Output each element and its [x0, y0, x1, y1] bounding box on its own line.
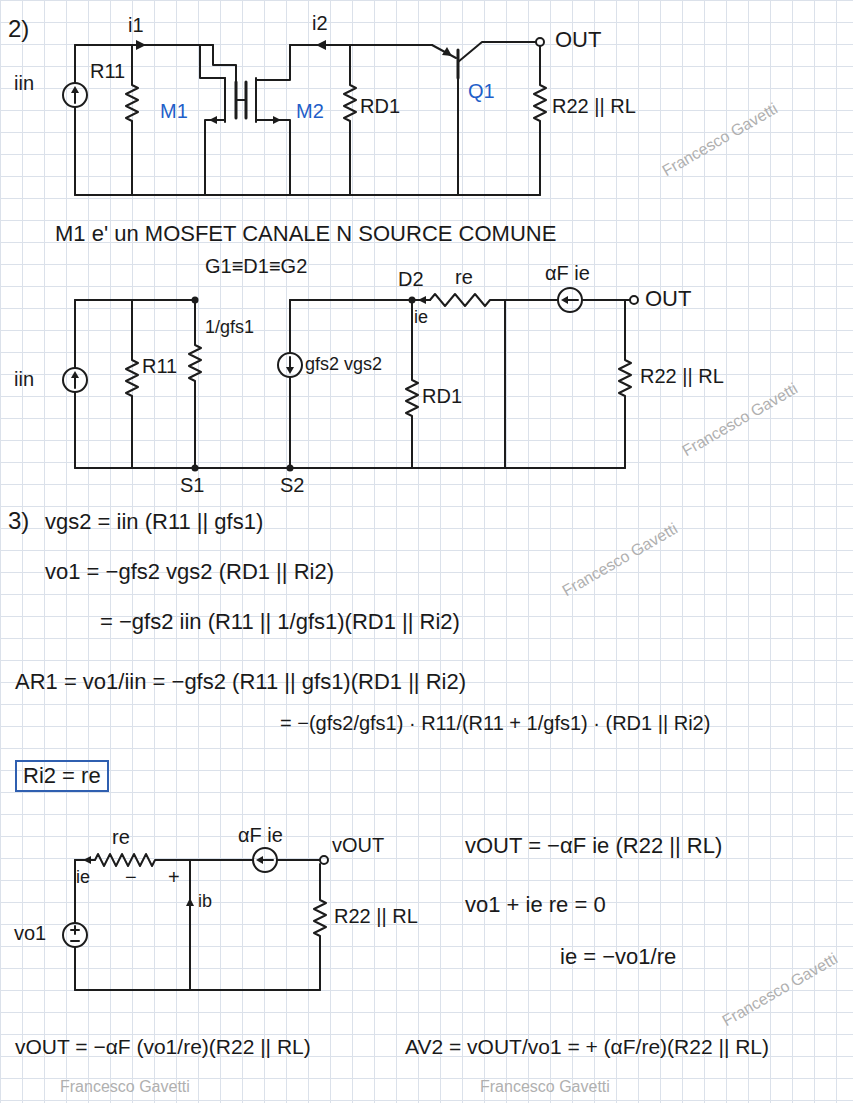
source-label: gfs2 vgs2 — [305, 355, 382, 375]
polarity-sign: + — [168, 866, 180, 888]
watermark: Francesco Gavetti — [559, 520, 680, 600]
resistor-label: R22 || RL — [552, 95, 636, 117]
resistor-label: re — [112, 826, 130, 848]
current-label: ib — [198, 892, 212, 912]
equation: vOUT = −αF (vo1/re)(R22 || RL) — [15, 1035, 311, 1058]
terminal-label: OUT — [645, 287, 691, 311]
boxed-equation: Ri2 = re — [15, 760, 109, 792]
source-label: αF ie — [238, 824, 283, 846]
watermark: Francesco Gavetti — [60, 1078, 190, 1096]
equation: vOUT = −αF ie (R22 || RL) — [465, 834, 722, 858]
node-label: G1≡D1≡G2 — [205, 255, 307, 277]
source-label: vo1 — [14, 922, 46, 944]
resistor-label: RD1 — [360, 95, 400, 117]
watermark: Francesco Gavetti — [719, 950, 840, 1030]
transistor-label: M1 — [160, 100, 188, 122]
equation: vgs2 = iin (R11 || gfs1) — [45, 510, 263, 534]
section-number: 3) — [8, 508, 29, 534]
equation: = −gfs2 iin (R11 || 1/gfs1)(RD1 || Ri2) — [100, 610, 460, 634]
equation: = −(gfs2/gfs1) · R11/(R11 + 1/gfs1) · (R… — [280, 712, 710, 734]
source-label: iin — [14, 368, 34, 390]
terminal-label: vOUT — [332, 834, 384, 856]
current-label: i2 — [312, 12, 328, 34]
watermark: Francesco Gavetti — [679, 380, 800, 460]
resistor-label: 1/gfs1 — [205, 318, 254, 338]
current-label: ie — [76, 868, 90, 888]
equation: AR1 = vo1/iin = −gfs2 (R11 || gfs1)(RD1 … — [15, 670, 466, 694]
resistor-label: R11 — [90, 60, 125, 82]
node-label: D2 — [398, 268, 424, 290]
current-label: i1 — [128, 14, 144, 36]
node-label: S1 — [180, 474, 204, 496]
resistor-label: RD1 — [422, 385, 462, 407]
note-text: M1 e' un MOSFET CANALE N SOURCE COMUNE — [55, 222, 556, 246]
section-number: 2) — [8, 16, 29, 42]
resistor-label: re — [455, 266, 473, 288]
equation: vo1 + ie re = 0 — [465, 893, 606, 917]
node-label: S2 — [280, 474, 304, 496]
polarity-sign: − — [125, 866, 137, 888]
watermark: Francesco Gavetti — [659, 100, 780, 180]
current-label: ie — [414, 308, 428, 328]
terminal-label: OUT — [555, 28, 601, 52]
resistor-label: R22 || RL — [640, 365, 724, 387]
transistor-label: M2 — [296, 100, 324, 122]
watermark: Francesco Gavetti — [480, 1078, 610, 1096]
equation: ie = −vo1/re — [560, 945, 676, 969]
equation: vo1 = −gfs2 vgs2 (RD1 || Ri2) — [45, 560, 334, 584]
resistor-label: R22 || RL — [334, 905, 418, 927]
equation: AV2 = vOUT/vo1 = + (αF/re)(R22 || RL) — [405, 1035, 769, 1058]
source-label: iin — [14, 72, 34, 94]
source-label: αF ie — [545, 262, 590, 284]
resistor-label: R11 — [142, 355, 177, 377]
transistor-label: Q1 — [468, 80, 495, 102]
